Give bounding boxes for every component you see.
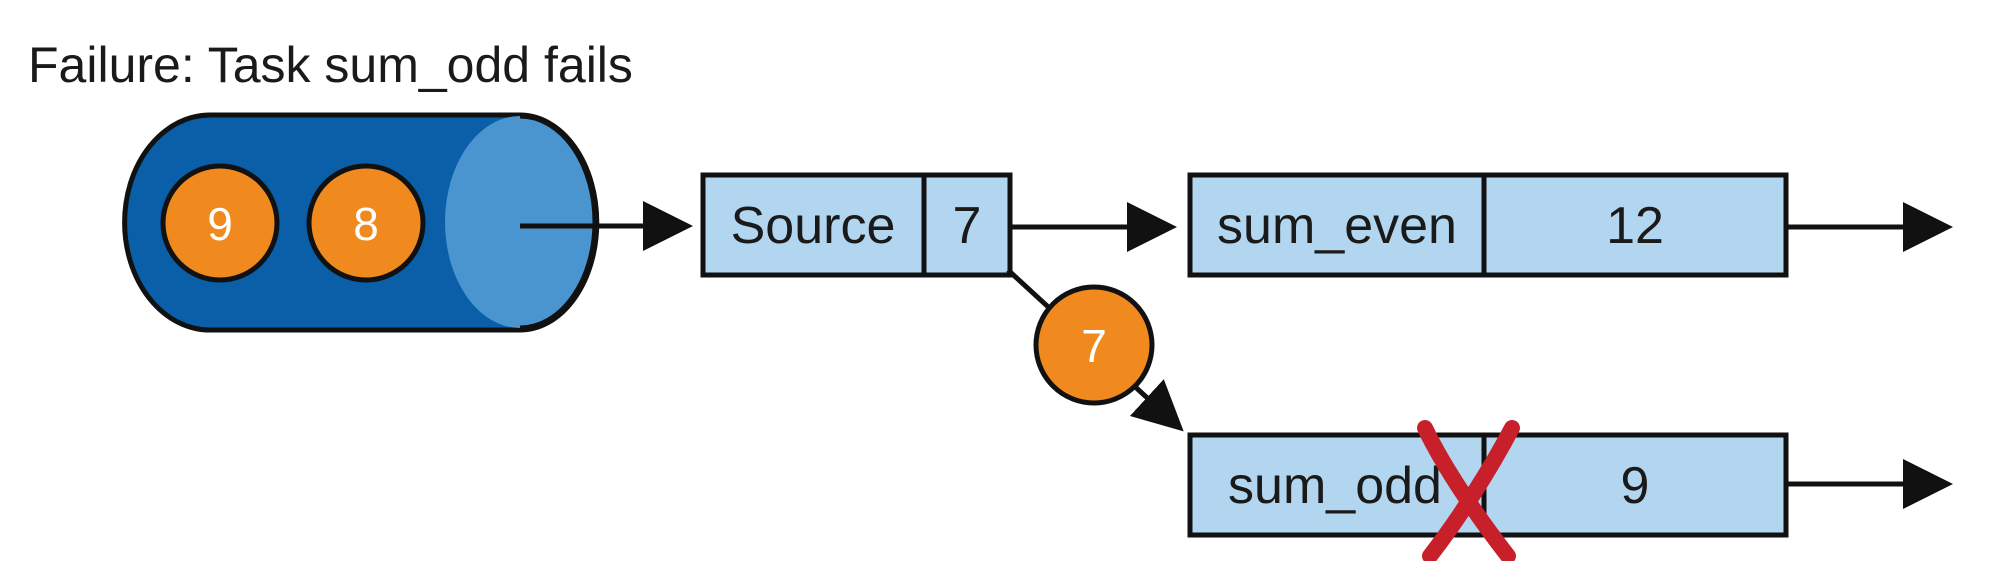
failure-x-icon — [1417, 420, 1520, 561]
svg-text:8: 8 — [353, 198, 379, 250]
svg-text:9: 9 — [207, 198, 233, 250]
task-sum-even-label: sum_even — [1217, 197, 1457, 255]
svg-text:7: 7 — [1081, 320, 1107, 372]
queue-message-9: 9 — [160, 163, 280, 283]
source-value: 7 — [953, 197, 982, 255]
queue-message-8: 8 — [306, 163, 426, 283]
task-sum-odd-value: 9 — [1621, 457, 1650, 515]
source-box: Source 7 — [700, 172, 1013, 278]
diagram-title: Failure: Task sum_odd fails — [28, 37, 633, 93]
in-flight-message: 7 — [1033, 284, 1155, 406]
queue-end-cap — [445, 116, 595, 328]
message-queue: 9 8 — [122, 112, 600, 333]
task-sum-even: sum_even 12 — [1187, 172, 1789, 278]
source-label: Source — [731, 197, 896, 255]
task-sum-even-value: 12 — [1606, 197, 1664, 255]
task-sum-odd-label: sum_odd — [1228, 457, 1442, 515]
